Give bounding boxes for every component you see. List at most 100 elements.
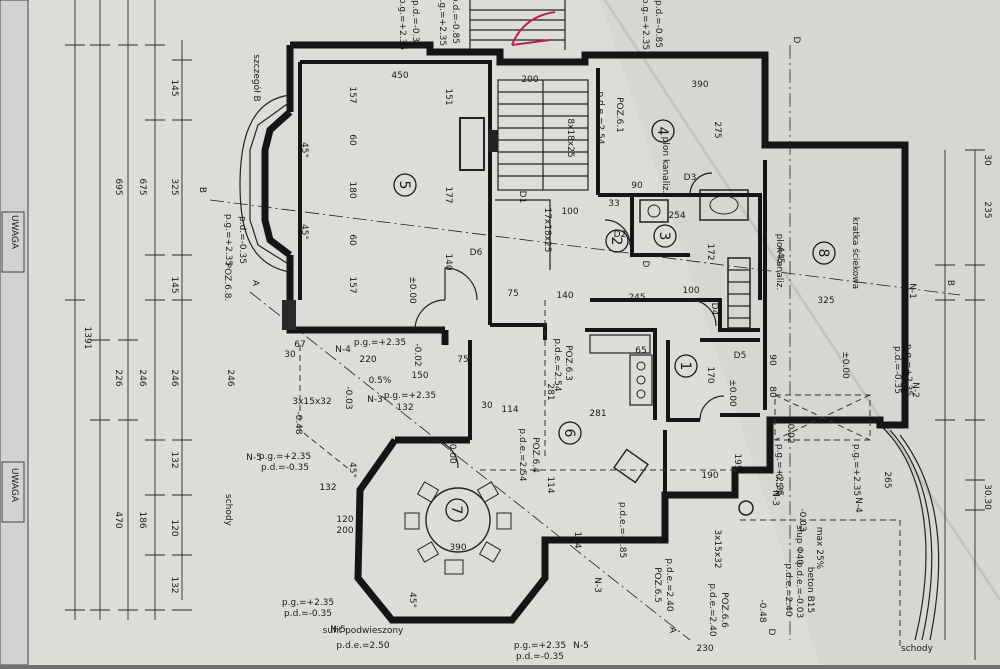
plan-label: 90 [631, 181, 643, 191]
plan-label: p.d.e.=2.40 [783, 563, 793, 616]
plan-label: -0.48 [757, 599, 767, 623]
plan-label: 30 [284, 350, 296, 360]
plan-label: 80 [767, 386, 777, 398]
plan-label: p.g.=+2.35 [514, 641, 566, 651]
room-number-circle [651, 119, 675, 143]
plan-label: 140 [443, 253, 453, 270]
right-dimension-chains [935, 149, 985, 660]
plan-label: N-4 [853, 497, 863, 513]
plan-label: 132 [169, 576, 179, 593]
plan-label: p.d.e.=2.40 [707, 583, 717, 636]
legend-strip [0, 0, 29, 666]
plan-label: 245 [628, 293, 645, 303]
plan-label: schody [901, 644, 934, 654]
plan-label: p.d.=-0.35 [516, 652, 564, 662]
plan-label: 200 [521, 75, 538, 85]
plan-label: 45° [407, 592, 417, 608]
plan-label: POZ.6.4 [530, 437, 540, 473]
plan-label: 17x18x25 [542, 207, 552, 252]
plan-label: UWAGA [9, 215, 19, 250]
left-dimension-chains [65, 0, 192, 620]
plan-annotations: szczegół BBBDDDAAPOZ.6.8.POZ.6.1POZ.6.3P… [9, 0, 992, 662]
plan-label: p.g.=+2.35 [640, 0, 650, 50]
plan-label: 226 [113, 369, 123, 386]
plan-label: 114 [545, 476, 555, 493]
plan-label: A [667, 627, 677, 634]
plan-label: 75 [457, 355, 468, 365]
plan-label: p.g.=+2.35 [354, 338, 406, 348]
plan-label: sufit podwieszony [323, 626, 404, 636]
plan-label: 132 [169, 451, 179, 468]
plan-label: N-5 [246, 453, 262, 463]
plan-label: 45° [299, 224, 309, 240]
plan-label: 200 [336, 526, 353, 536]
plan-label: POZ.6.3 [563, 345, 573, 381]
hidden-edges [299, 300, 901, 650]
room-number-circle [445, 498, 469, 522]
plan-label: A [250, 280, 260, 287]
plan-label: N-2 [910, 382, 920, 398]
plan-label: 281 [545, 383, 555, 400]
plan-label: ±0.00 [407, 276, 417, 304]
plan-label: 140 [556, 291, 573, 301]
plan-label: POZ.6.8. [222, 263, 232, 302]
plan-label: 186 [137, 511, 147, 528]
plan-label: p.d.e.=2.40 [664, 558, 674, 611]
plan-label: p.d.=-0.85 [450, 0, 460, 44]
column-marker [738, 500, 754, 516]
plan-label: 0.5% [369, 376, 392, 386]
plan-label: 170 [705, 366, 715, 383]
room-number: 3 [656, 232, 672, 241]
plan-label: p.d.e.=-0.03 [794, 562, 804, 618]
plan-label: D [791, 37, 801, 44]
room-number: 4 [654, 127, 670, 136]
plan-label: 120 [169, 519, 179, 536]
plan-label: 325 [169, 178, 179, 195]
plan-label: N-5 [330, 625, 346, 635]
plan-label: D [640, 261, 650, 268]
plan-label: p.d.e.=-0.85 [617, 502, 627, 558]
plan-label: -0.03 [343, 386, 353, 409]
legend-box-upper [1, 211, 25, 273]
plan-label: p.d.e.=2.54 [552, 338, 562, 391]
plan-label: 390 [449, 543, 466, 553]
plan-label: 180 [347, 181, 357, 198]
plan-label: p.d.=-0.85 [653, 0, 663, 48]
plan-label: 132 [396, 403, 413, 413]
plan-label: p.d.e.=2.50 [336, 641, 389, 651]
plan-label: N-1 [907, 283, 917, 299]
plan-label: D [766, 629, 776, 636]
plan-label: 8x18x25 [565, 118, 575, 157]
plan-label: -0.02 [785, 420, 795, 443]
plan-label: p.g.=+2.35 [384, 391, 436, 401]
plan-label: 3x15x32 [292, 397, 331, 407]
dining-table [404, 481, 512, 575]
plan-label: N-3 [770, 490, 780, 506]
inner-walls [298, 60, 767, 495]
plan-label: 114 [572, 531, 582, 548]
plan-label: 30.30 [982, 484, 992, 510]
bathroom-fixtures [639, 189, 751, 329]
plan-label: 45° [299, 142, 309, 158]
plan-label: 675 [137, 178, 147, 195]
plan-label: schody [223, 494, 233, 527]
plan-label: 150 [411, 371, 428, 381]
plan-label: ±0.00 [727, 379, 737, 407]
plan-label: -0.02 [412, 343, 422, 366]
plan-label: 67 [294, 340, 305, 350]
plan-label: 30 [982, 154, 992, 166]
plan-label: 230 [696, 644, 713, 654]
plan-label: N-3 [367, 395, 383, 405]
plan-label: 450 [391, 71, 408, 81]
plan-label: 246 [137, 369, 147, 386]
plan-label: 190 [701, 471, 718, 481]
plan-label: p.g.=+2.35 [774, 444, 784, 496]
plan-label: D5 [734, 351, 747, 361]
plan-label: D4 [709, 303, 719, 316]
plan-label: p.g.=+2.35 [851, 444, 861, 496]
plan-label: p.g.=+2.35 [437, 0, 447, 46]
paper-fold [603, 0, 1000, 601]
plan-label: 246 [169, 369, 179, 386]
